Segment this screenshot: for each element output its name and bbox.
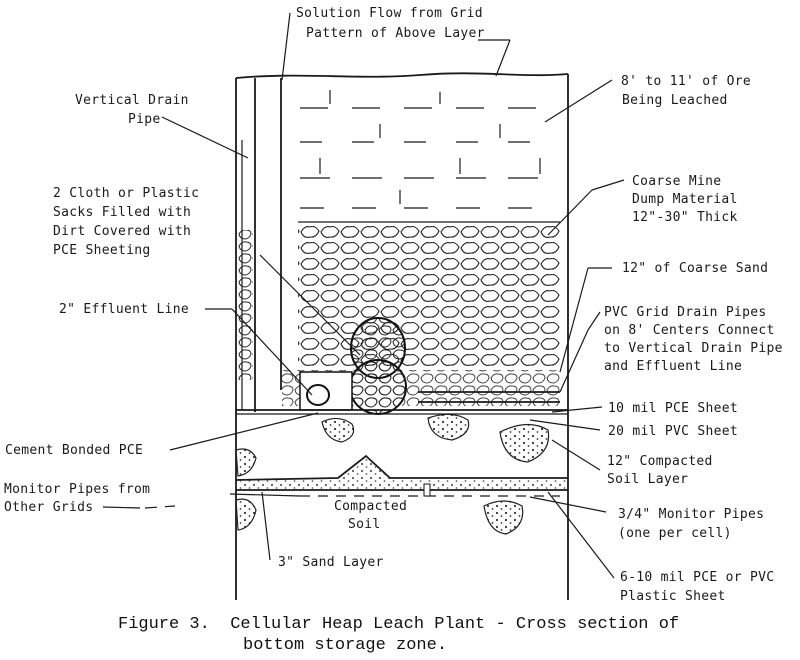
- caption-line-2: bottom storage zone.: [243, 636, 447, 655]
- label-pvc-20mil: 20 mil PVC Sheet: [608, 424, 738, 439]
- label-sacks-1: 2 Cloth or Plastic: [53, 186, 199, 201]
- liner-sheets: [236, 409, 568, 415]
- compacted-soil-blobs: [235, 413, 550, 535]
- label-compacted-soil-1: Compacted: [334, 499, 407, 514]
- label-coarse-dump-2: Dump Material: [632, 192, 738, 207]
- ore-layer-pattern: [300, 90, 560, 209]
- label-compacted-soil-layer-1: 12" Compacted: [607, 454, 713, 469]
- label-monitor-cell-1: 3/4" Monitor Pipes: [618, 507, 764, 522]
- label-compacted-soil-layer-2: Soil Layer: [607, 472, 688, 487]
- pvc-grid-drain-pipe: [418, 391, 560, 403]
- sand-layer: [235, 454, 568, 491]
- label-monitor-other-1: Monitor Pipes from: [4, 482, 150, 497]
- label-coarse-dump-1: Coarse Mine: [632, 174, 721, 189]
- label-cement-bonded: Cement Bonded PCE: [5, 443, 143, 458]
- label-ore-1: 8' to 11' of Ore: [621, 74, 751, 89]
- label-coarse-sand: 12" of Coarse Sand: [622, 261, 768, 276]
- label-pvc-grid-4: and Effluent Line: [604, 359, 742, 374]
- label-coarse-dump-3: 12"-30" Thick: [632, 210, 738, 225]
- left-cobble-strip: [238, 230, 253, 380]
- label-solution-flow-2: Pattern of Above Layer: [306, 26, 485, 41]
- label-pvc-grid-3: to Vertical Drain Pipe: [604, 341, 783, 356]
- label-compacted-soil-2: Soil: [348, 517, 381, 532]
- label-sacks-3: Dirt Covered with: [53, 224, 191, 239]
- label-solution-flow-1: Solution Flow from Grid: [296, 6, 483, 21]
- label-pvc-grid-2: on 8' Centers Connect: [604, 323, 775, 338]
- label-sand-layer: 3" Sand Layer: [278, 555, 384, 570]
- label-monitor-cell-2: (one per cell): [618, 526, 732, 541]
- column-outline: [235, 72, 569, 600]
- monitor-pipe-line: [300, 483, 560, 497]
- label-vertical-drain-1: Vertical Drain: [75, 93, 189, 108]
- label-sacks-4: PCE Sheeting: [53, 243, 151, 258]
- label-monitor-other-2: Other Grids: [4, 500, 93, 515]
- caption-line-1: Figure 3. Cellular Heap Leach Plant - Cr…: [118, 615, 679, 634]
- label-pvc-grid-1: PVC Grid Drain Pipes: [604, 305, 767, 320]
- label-plastic-sheet-1: 6-10 mil PCE or PVC: [620, 570, 774, 585]
- label-ore-2: Being Leached: [622, 93, 728, 108]
- leader-lines: [102, 12, 625, 579]
- label-vertical-drain-2: Pipe: [128, 112, 161, 127]
- coarse-mine-dump-layer: [298, 222, 560, 370]
- label-sacks-2: Sacks Filled with: [53, 205, 191, 220]
- label-plastic-sheet-2: Plastic Sheet: [620, 589, 726, 604]
- label-pce-10mil: 10 mil PCE Sheet: [608, 401, 738, 416]
- label-effluent-line: 2" Effluent Line: [59, 302, 189, 317]
